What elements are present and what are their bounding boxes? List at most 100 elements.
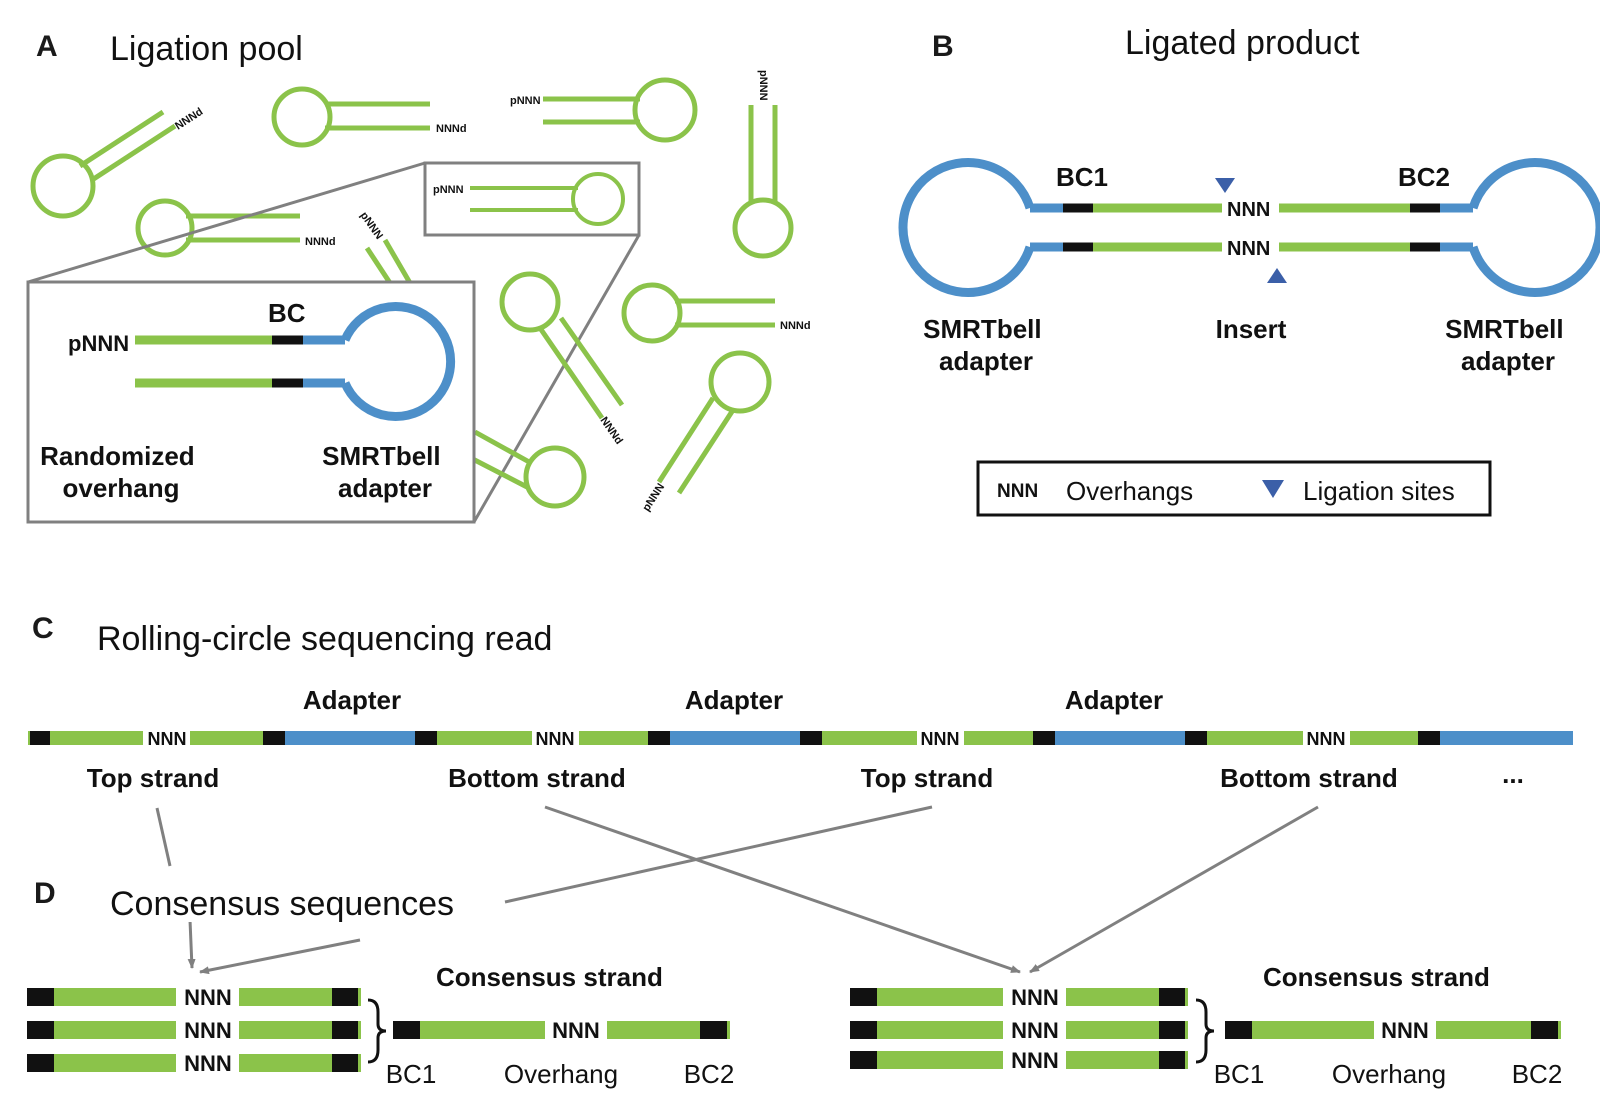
bc2-label: BC2 <box>684 1059 735 1089</box>
strand-label: Top strand <box>861 763 993 793</box>
panel-d: D Consensus sequences <box>27 877 1562 1089</box>
adapter-label: Adapter <box>1065 685 1163 715</box>
bc1-label: BC1 <box>386 1059 437 1089</box>
mapping-arrows <box>155 805 1319 975</box>
bc2-label: BC2 <box>1398 162 1450 192</box>
left-adapter-label: SMRTbell adapter <box>923 314 1049 376</box>
overhang-label: NNN <box>148 729 187 749</box>
arrow-line <box>1029 805 1319 974</box>
overhang-label: NNN <box>184 1018 232 1043</box>
hairpin-label: pNNN <box>433 184 464 196</box>
arrow-line <box>504 805 933 904</box>
left-read-stack <box>27 985 361 1075</box>
read-row <box>850 1048 1188 1072</box>
hairpin-molecule <box>499 271 625 420</box>
consensus-strand <box>1225 1018 1561 1042</box>
read-row <box>27 985 361 1009</box>
hairpin-molecule <box>30 109 177 219</box>
panel-c-letter: C <box>32 612 54 645</box>
zoom-connector <box>472 234 641 523</box>
ligation-site-icon <box>1215 178 1235 193</box>
ligation-site-icon <box>1267 268 1287 283</box>
smrtbell-adapter-label: SMRTbell adapter <box>322 441 448 503</box>
right-adapter-label: SMRTbell adapter <box>1445 314 1571 376</box>
panel-a-letter: A <box>36 30 58 63</box>
ligation-site-icon <box>1262 480 1284 498</box>
bc1-label: BC1 <box>1056 162 1108 192</box>
strand-label: Top strand <box>87 763 219 793</box>
consensus-strand-title: Consensus strand <box>1263 962 1490 992</box>
panel-d-title: Consensus sequences <box>110 885 454 923</box>
hairpin-label: NNNd <box>780 320 811 332</box>
hairpin-molecule <box>271 86 430 148</box>
hairpin-label: pNNN <box>510 95 541 107</box>
overhang-caption: Overhang <box>1332 1059 1446 1089</box>
legend-nnn-label: NNN <box>997 481 1038 502</box>
consensus-strand-title: Consensus strand <box>436 962 663 992</box>
panel-c: C Rolling-circle sequencing read Adapter <box>28 612 1573 793</box>
read-row <box>850 1018 1188 1042</box>
hairpin-molecule <box>364 238 413 285</box>
read-row <box>850 985 1188 1009</box>
consensus-overhang-label: NNN <box>1381 1018 1429 1043</box>
overhang-top-label: NNN <box>1227 199 1270 221</box>
overhang-label: NNN <box>921 729 960 749</box>
panel-a-title: Ligation pool <box>110 30 303 68</box>
ligated-product-molecule <box>898 158 1600 297</box>
overhang-label: NNN <box>184 1051 232 1076</box>
hairpin-molecule <box>470 172 625 226</box>
hairpin-molecule <box>543 77 698 143</box>
hairpin-label: pNNN <box>640 481 667 513</box>
overhang-label: NNN <box>184 985 232 1010</box>
randomized-overhang-label: Randomized overhang <box>40 441 202 503</box>
panel-b-title: Ligated product <box>1125 24 1360 62</box>
brace-icon <box>367 998 387 1064</box>
brace-icon <box>1195 998 1215 1064</box>
strand-label: Bottom strand <box>448 763 626 793</box>
arrow-line <box>544 805 1021 974</box>
hairpin-label: NNNd <box>436 123 467 135</box>
hairpin-molecule <box>463 429 587 509</box>
panel-a: A Ligation pool NNNd NNNd pNNN p <box>26 30 811 524</box>
adapter-label: Adapter <box>685 685 783 715</box>
read-row <box>27 1051 361 1075</box>
arrow-line <box>199 938 361 975</box>
panel-b-letter: B <box>932 30 954 63</box>
zoom-connector <box>27 161 426 284</box>
arrow-line <box>155 807 172 867</box>
bc2-label: BC2 <box>1512 1059 1563 1089</box>
panel-b: B Ligated product BC1 B <box>898 24 1600 517</box>
overhang-label: NNN <box>1011 1048 1059 1073</box>
hairpin-label: NNNd <box>173 106 205 133</box>
overhang-label: NNN <box>1011 1018 1059 1043</box>
legend-ligation-label: Ligation sites <box>1303 476 1455 506</box>
hairpin-molecule <box>621 282 775 344</box>
bc1-label: BC1 <box>1214 1059 1265 1089</box>
overhang-label: NNN <box>1307 729 1346 749</box>
zoom-overhang-label: pNNN <box>68 331 129 356</box>
overhang-label: NNN <box>536 729 575 749</box>
panel-d-letter: D <box>34 877 56 910</box>
right-read-stack <box>850 985 1188 1072</box>
sequencing-read <box>28 729 1573 747</box>
hairpin-molecule <box>656 350 772 495</box>
barcode-label: BC <box>268 298 306 328</box>
overhang-label: NNN <box>1011 985 1059 1010</box>
overhang-caption: Overhang <box>504 1059 618 1089</box>
panel-c-title: Rolling-circle sequencing read <box>97 620 552 658</box>
hairpin-label: pNNN <box>358 210 385 242</box>
strand-label: Bottom strand <box>1220 763 1398 793</box>
insert-label: Insert <box>1216 314 1287 344</box>
adapter-label: Adapter <box>303 685 401 715</box>
arrow-line <box>187 919 196 969</box>
consensus-strand <box>393 1018 730 1042</box>
hairpin-label: NNNd <box>305 236 336 248</box>
hairpin-label: NNNd <box>598 415 625 447</box>
legend: NNN Overhangs Ligation sites <box>976 460 1492 517</box>
consensus-overhang-label: NNN <box>552 1018 600 1043</box>
zoom-adapter-molecule <box>135 302 456 421</box>
hairpin-label: pNNN <box>757 70 769 101</box>
read-row <box>27 1018 361 1042</box>
hairpin-molecule <box>732 105 794 259</box>
